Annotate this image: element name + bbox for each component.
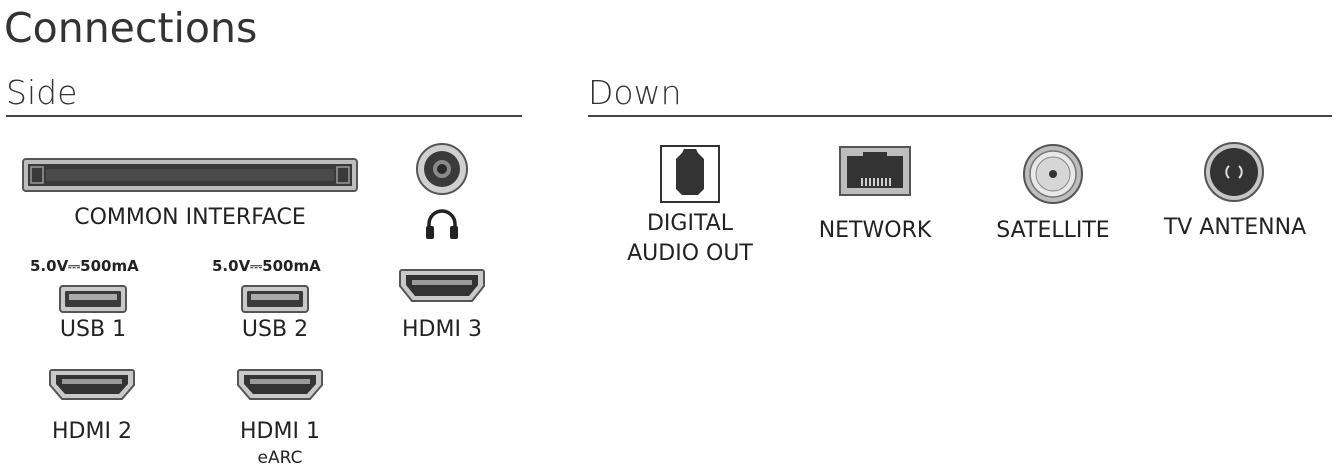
network-label: NETWORK	[818, 218, 932, 243]
usb-port-icon	[59, 285, 127, 313]
headphone-jack-icon	[415, 142, 469, 196]
usb2-label: USB 2	[241, 317, 309, 342]
hdmi3-label: HDMI 3	[402, 317, 482, 342]
optical-port-icon	[660, 145, 720, 203]
satellite-port-icon	[1022, 143, 1084, 205]
down-divider	[588, 115, 1332, 117]
usb1-label: USB 1	[59, 317, 127, 342]
usb2-power-spec: 5.0V⎓500mA	[212, 257, 321, 275]
hdmi-port-icon	[236, 368, 324, 402]
hdmi1-label: HDMI 1	[240, 419, 320, 444]
common-interface-label: COMMON INTERFACE	[74, 205, 306, 230]
hdmi2-label: HDMI 2	[52, 419, 132, 444]
antenna-port-icon	[1203, 141, 1265, 203]
tv-antenna-label: TV ANTENNA	[1163, 215, 1307, 240]
hdmi-port-icon	[398, 268, 486, 304]
digital-audio-label-line2: AUDIO OUT	[627, 241, 753, 266]
side-divider	[6, 115, 522, 117]
section-heading-down: Down	[588, 73, 682, 112]
ethernet-port-icon	[839, 146, 911, 196]
digital-audio-label-line1: DIGITAL	[646, 211, 733, 236]
section-heading-side: Side	[6, 73, 78, 112]
ci-slot-icon	[22, 158, 358, 192]
satellite-label: SATELLITE	[996, 218, 1110, 243]
usb1-power-spec: 5.0V⎓500mA	[30, 257, 139, 275]
page-title: Connections	[4, 4, 258, 52]
headphone-icon	[424, 206, 460, 240]
usb-port-icon	[241, 285, 309, 313]
hdmi-port-icon	[48, 368, 136, 402]
hdmi1-earc-label: eARC	[257, 448, 303, 468]
